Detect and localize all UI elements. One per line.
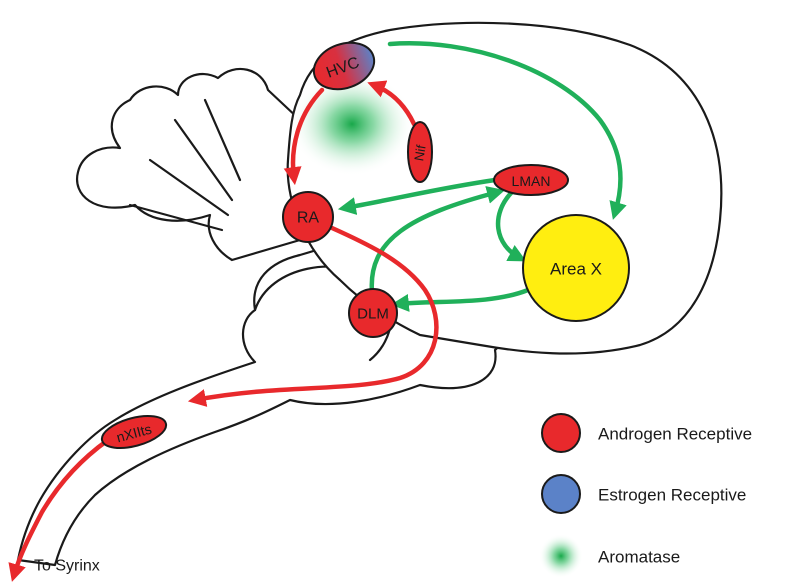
legend-aromatase: Aromatase [539,534,680,578]
cerebellum-outline [75,68,302,262]
hvc-nucleus: HVC [312,41,376,91]
dlm-label: DLM [357,306,389,323]
to-syrinx-label: To Syrinx [34,558,100,575]
nif-nucleus: Nif [407,121,433,183]
ra-label: RA [297,210,320,227]
lman-to-areax-pathway [495,189,527,262]
areax-to-dlm-pathway [390,287,531,312]
green-glow-icon [539,534,583,578]
legend-androgen-label: Androgen Receptive [598,425,752,444]
lman-to-ra-pathway [337,177,498,215]
legend-androgen: Androgen Receptive [541,413,752,453]
hvc-to-areax-pathway [387,41,627,220]
nxiits-to-syrinx-pathway [8,437,111,582]
ra-nucleus: RA [282,191,334,243]
cerebellum-folia [128,98,242,232]
lman-nucleus: LMAN [493,164,569,196]
legend-estrogen-label: Estrogen Receptive [598,486,746,505]
hvc-to-ra-pathway [283,87,325,186]
dlm-nucleus: DLM [348,288,398,338]
nif-label: Nif [411,143,429,162]
nif-to-hvc-pathway [367,80,417,127]
aromatase-region [290,72,414,176]
legend: Androgen Receptive Estrogen Receptive Ar… [539,413,752,578]
areax-label: Area X [550,260,602,279]
red-circle-icon [541,413,581,453]
areax-nucleus: Area X [522,214,630,322]
blue-circle-icon [541,474,581,514]
nxiits-nucleus: nXIIts [100,415,168,449]
dlm-to-lman-pathway [369,186,505,295]
legend-aromatase-label: Aromatase [598,548,680,567]
ra-to-nxiits-pathway [187,225,439,407]
lman-label: LMAN [512,173,551,189]
legend-estrogen: Estrogen Receptive [541,474,746,514]
